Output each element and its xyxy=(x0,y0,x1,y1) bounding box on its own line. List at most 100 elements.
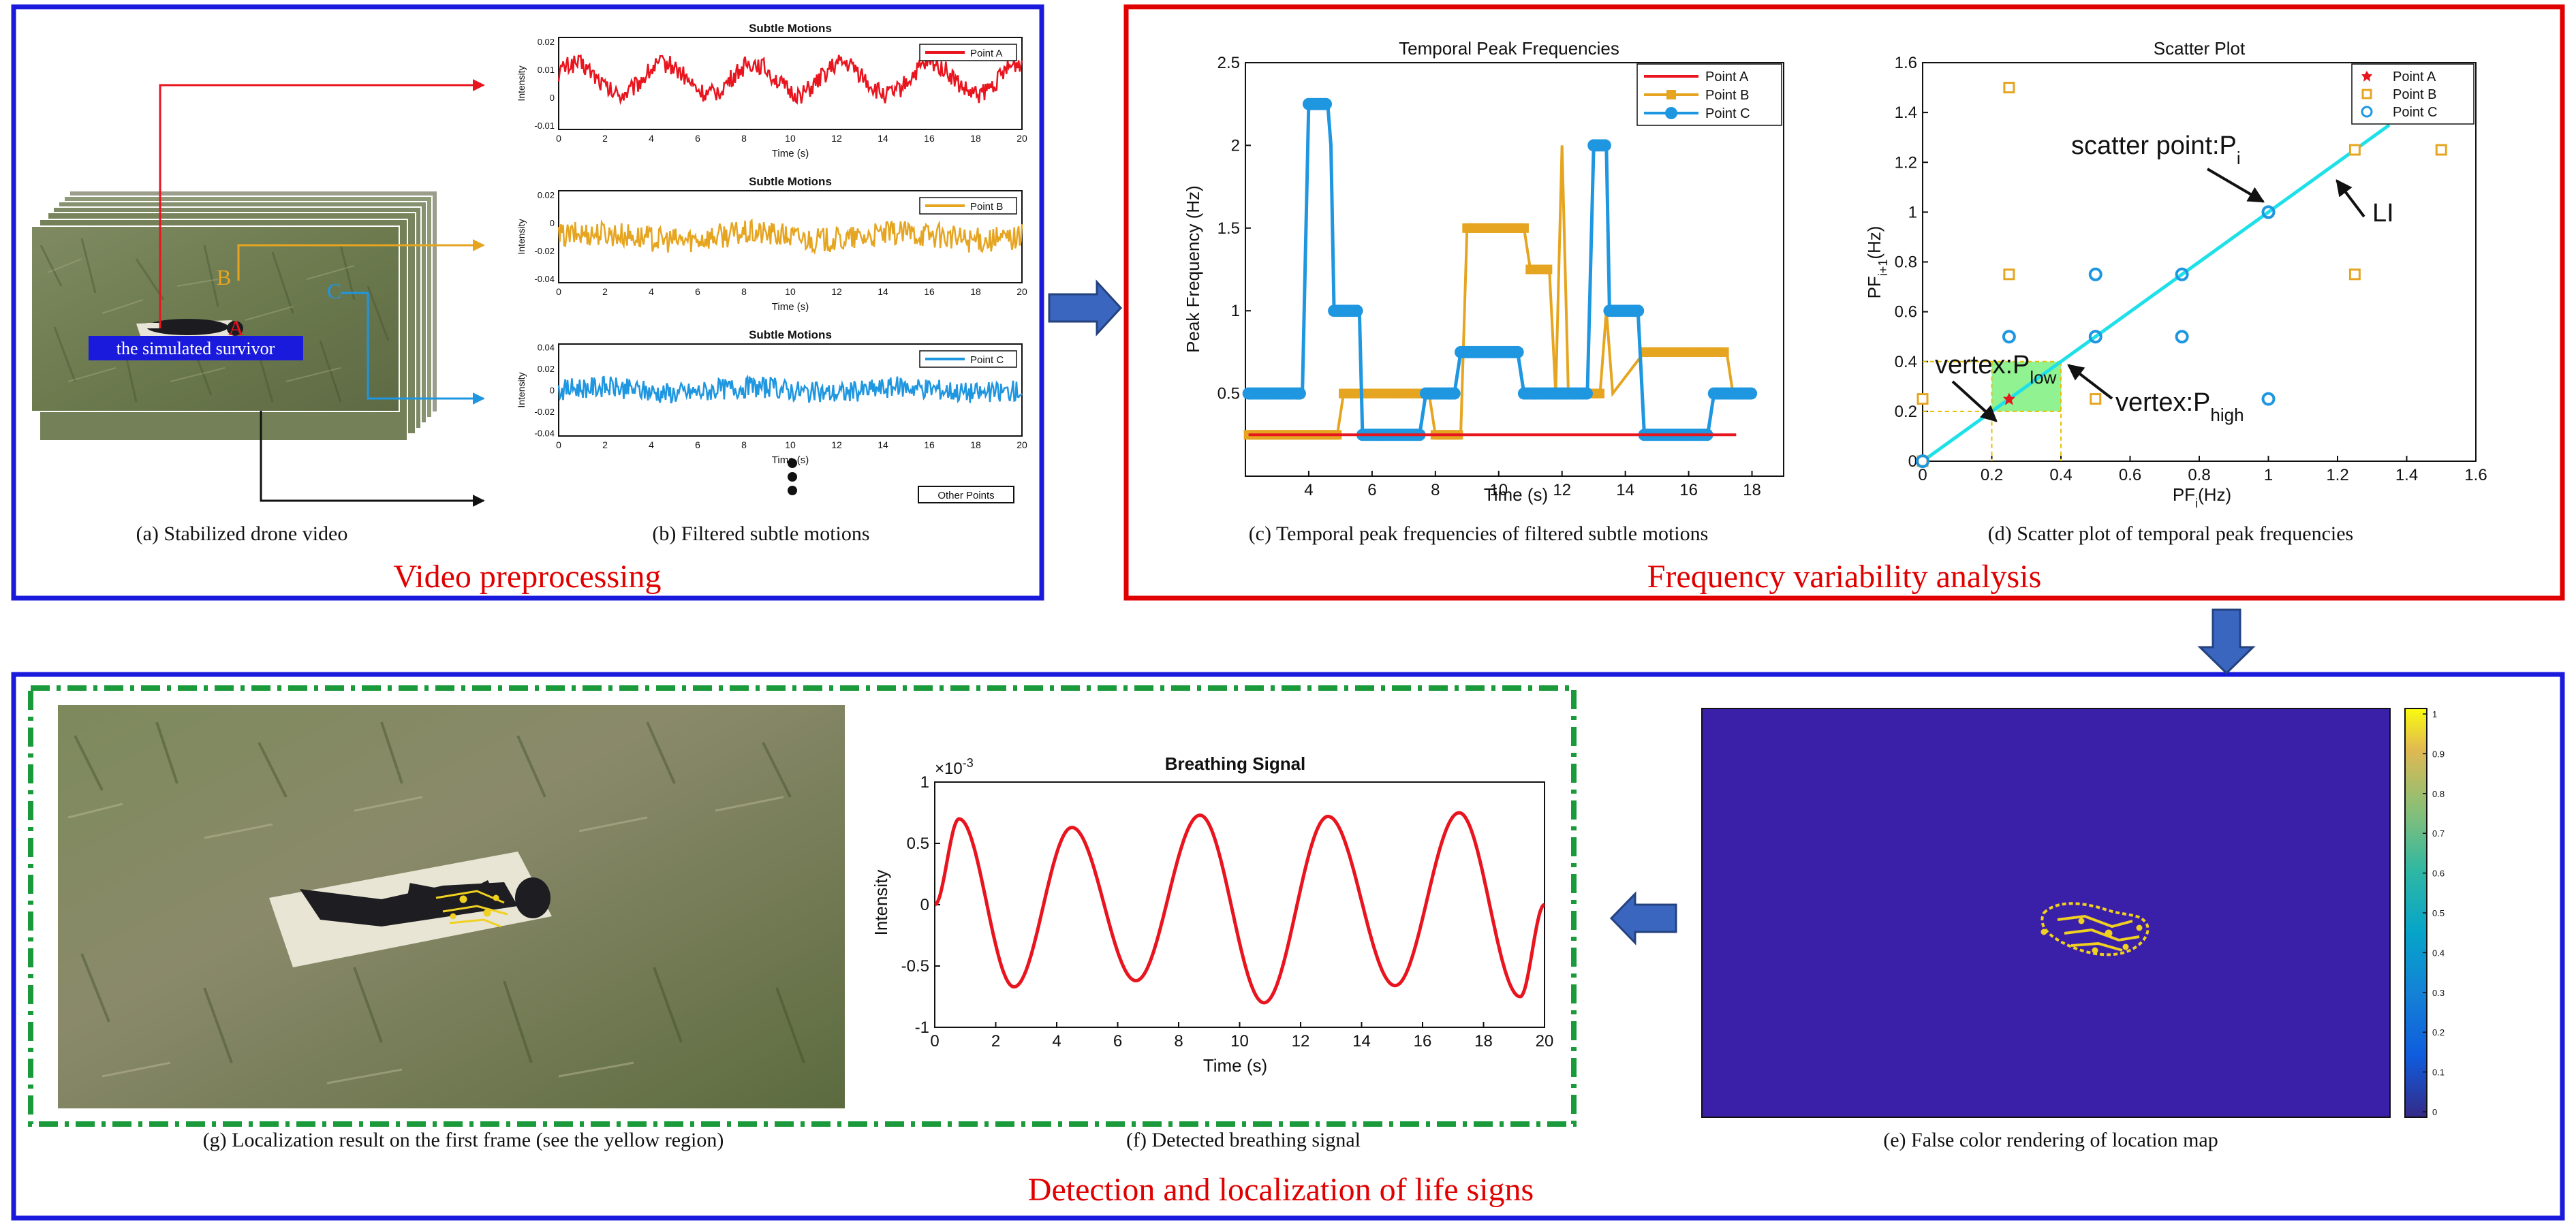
chart-d-point-b xyxy=(2003,82,2015,94)
chart-d-ytick: 1 xyxy=(1908,203,1917,221)
colorbar-tick-label: 0.2 xyxy=(2432,1027,2445,1038)
chart-c-legend-marker xyxy=(1666,90,1676,99)
chart-c-point xyxy=(1542,264,1553,275)
chart-f-signal xyxy=(934,811,1545,1005)
chart-d-legend-marker xyxy=(2361,71,2372,82)
small-chart-xtick: 20 xyxy=(1017,286,1027,297)
chart-f-xtick: 20 xyxy=(1536,1032,1554,1050)
small-chart-ytick: -0.04 xyxy=(534,274,555,284)
chart-f-exponent: ×10-3 xyxy=(935,756,974,778)
chart-d-ann-sub: low xyxy=(2030,367,2056,388)
survivor-label: the simulated survivor xyxy=(117,339,275,358)
chart-c-legend-marker xyxy=(1665,107,1677,119)
preprocessing-title: Video preprocessing xyxy=(394,559,662,595)
chart-c-legend-label: Point C xyxy=(1705,106,1750,121)
chart-c-ytick: 1.5 xyxy=(1217,219,1240,238)
chart-c-title: Temporal Peak Frequencies xyxy=(1399,38,1619,59)
chart-f-xtick: 12 xyxy=(1292,1032,1310,1050)
small-chart-legend-label: Point B xyxy=(970,201,1003,213)
small-chart-ytick: 0 xyxy=(550,218,555,228)
preprocessing-frame xyxy=(11,4,1044,601)
colorbar-tick-label: 0.8 xyxy=(2432,789,2445,799)
chart-d-point-c xyxy=(2088,330,2102,344)
small-chart-title: Subtle Motions xyxy=(749,22,832,35)
chart-d-xtick: 1.2 xyxy=(2326,466,2348,484)
frequency-title: Frequency variability analysis xyxy=(1647,559,2042,595)
chart-d-ytick: 0.6 xyxy=(1895,303,1917,322)
colorbar-tick-label: 0.5 xyxy=(2432,908,2445,918)
chart-d-xtick: 0.8 xyxy=(2188,466,2210,484)
chart-d-legend xyxy=(2351,63,2474,125)
chart-d-ann-arrow xyxy=(1951,380,1998,422)
chart-f-xtick: 16 xyxy=(1414,1032,1432,1050)
chart-c-xtick: 16 xyxy=(1679,481,1698,499)
small-chart-xtick: 6 xyxy=(695,286,700,297)
chart-c-xtick: 10 xyxy=(1489,481,1508,499)
small-chart-xtick: 0 xyxy=(556,286,561,297)
chart-d-xtick: 0.4 xyxy=(2049,466,2072,484)
colorbar-tick-label: 0.1 xyxy=(2432,1068,2445,1078)
chart-c-point xyxy=(1719,347,1729,357)
caption-d: (d) Scatter plot of temporal peak freque… xyxy=(1988,523,2353,545)
small-chart-xtick: 4 xyxy=(649,439,654,450)
small-chart-xlabel: Time (s) xyxy=(772,148,809,159)
small-chart-signal xyxy=(557,218,1023,255)
chart-c-ytick: 0.5 xyxy=(1217,385,1240,403)
chart-d-point-b xyxy=(2348,144,2361,156)
chart-f-xtick: 10 xyxy=(1230,1032,1249,1050)
chart-d-xtick: 0.2 xyxy=(1981,466,2003,484)
colorbar-tick-label: 0.3 xyxy=(2432,988,2445,998)
colorbar-tick-label: 0.9 xyxy=(2432,749,2445,759)
other-points-label: Other Points xyxy=(937,490,994,501)
chart-c-xlabel: Time (s) xyxy=(1484,484,1548,505)
chart-c-ytick: 1 xyxy=(1231,302,1240,320)
small-chart-legend-label: Point C xyxy=(970,354,1004,366)
small-chart-ylabel: Intensity xyxy=(516,65,527,101)
heatmap-hotspot xyxy=(2040,902,2150,956)
flow-arrow-d-to-e xyxy=(2197,608,2256,675)
chart-d-point-c xyxy=(2175,330,2189,344)
small-chart-xtick: 8 xyxy=(741,439,747,450)
chart-f-xtick: 8 xyxy=(1174,1032,1183,1050)
small-chart-signal xyxy=(557,54,1023,106)
chart-d-xtick: 0 xyxy=(1918,466,1927,484)
caption-c: (c) Temporal peak frequencies of filtere… xyxy=(1249,523,1709,545)
small-chart-ytick: 0.01 xyxy=(538,65,555,75)
small-chart-xtick: 2 xyxy=(602,286,608,297)
small-chart-xtick: 14 xyxy=(878,439,888,450)
small-chart-ytick: -0.02 xyxy=(534,407,555,417)
chart-c-point xyxy=(1745,387,1758,400)
chart-d-ytick: 0.2 xyxy=(1895,403,1917,421)
chart-f-xtick: 2 xyxy=(991,1032,1000,1050)
small-chart-ytick: -0.04 xyxy=(534,428,555,438)
chart-f-xtick: 14 xyxy=(1352,1032,1371,1050)
chart-d-title: Scatter Plot xyxy=(2154,38,2246,59)
small-chart-xtick: 16 xyxy=(924,439,935,450)
small-chart-xlabel: Time (s) xyxy=(772,301,809,313)
chart-d-xtick: 1.6 xyxy=(2464,466,2487,484)
small-chart-ytick: 0.02 xyxy=(538,37,555,47)
small-chart-ytick: 0.02 xyxy=(538,364,555,374)
chart-d-point-c xyxy=(2088,267,2102,281)
chart-d-point-c xyxy=(1916,454,1929,468)
chart-d-legend-marker xyxy=(2361,106,2373,118)
small-chart-xtick: 8 xyxy=(741,133,747,144)
point-connectors xyxy=(159,79,485,507)
chart-f-ytick: -0.5 xyxy=(901,957,929,976)
small-chart-signal xyxy=(557,374,1023,404)
chart-d-ann-arrow xyxy=(2336,179,2365,218)
small-chart-ylabel: Intensity xyxy=(516,372,527,407)
small-chart-xtick: 4 xyxy=(649,286,654,297)
chart-f-ytick: 1 xyxy=(920,773,929,792)
chart-d-xtick: 0.6 xyxy=(2119,466,2141,484)
chart-d-ylabel: PFi+1(Hz) xyxy=(1864,226,1890,299)
chart-d-ann-li: LI xyxy=(2372,199,2394,228)
chart-d-legend-label: Point C xyxy=(2393,105,2438,120)
heatmap-area xyxy=(1701,708,2391,1118)
small-chart-xtick: 14 xyxy=(878,286,888,297)
chart-c-point xyxy=(1350,305,1363,317)
chart-d-legend-label: Point B xyxy=(2393,87,2436,102)
chart-c-point xyxy=(1293,387,1306,400)
